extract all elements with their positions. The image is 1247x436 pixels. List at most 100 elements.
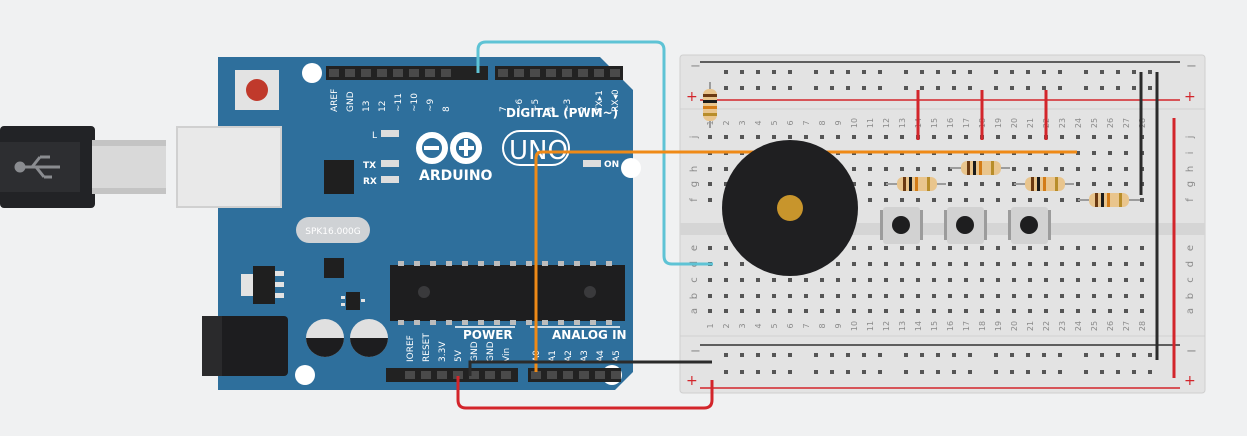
breadboard-hole[interactable] [724,135,728,139]
breadboard-hole[interactable] [1108,246,1112,250]
rail-hole[interactable] [772,370,776,374]
breadboard-hole[interactable] [852,294,856,298]
rail-hole[interactable] [1100,86,1104,90]
rail-hole[interactable] [936,370,940,374]
power-pin-hole[interactable] [405,371,415,379]
breadboard-hole[interactable] [1044,278,1048,282]
rail-hole[interactable] [952,370,956,374]
breadboard-hole[interactable] [1124,182,1128,186]
rail-hole[interactable] [1042,353,1046,357]
rail-hole[interactable] [830,70,834,74]
digital-pin-hole[interactable] [345,69,355,77]
push-button[interactable] [944,207,987,244]
rail-hole[interactable] [904,353,908,357]
breadboard-hole[interactable] [916,198,920,202]
rail-hole[interactable] [772,353,776,357]
breadboard-hole[interactable] [868,182,872,186]
breadboard[interactable] [679,54,1206,394]
breadboard-hole[interactable] [900,278,904,282]
breadboard-hole[interactable] [996,309,1000,313]
analog-pin-hole[interactable] [563,371,573,379]
breadboard-hole[interactable] [1060,294,1064,298]
breadboard-hole[interactable] [756,294,760,298]
breadboard-hole[interactable] [916,246,920,250]
rail-hole[interactable] [936,86,940,90]
breadboard-hole[interactable] [1060,262,1064,266]
breadboard-hole[interactable] [804,135,808,139]
rail-hole[interactable] [788,370,792,374]
rail-hole[interactable] [814,353,818,357]
breadboard-hole[interactable] [1044,167,1048,171]
breadboard-hole[interactable] [1028,198,1032,202]
breadboard-hole[interactable] [1012,167,1016,171]
breadboard-hole[interactable] [932,294,936,298]
breadboard-hole[interactable] [836,262,840,266]
piezo-buzzer[interactable] [722,140,858,276]
breadboard-hole[interactable] [708,294,712,298]
rail-hole[interactable] [1026,70,1030,74]
breadboard-hole[interactable] [964,246,968,250]
breadboard-hole[interactable] [1044,309,1048,313]
breadboard-hole[interactable] [1012,262,1016,266]
breadboard-hole[interactable] [884,262,888,266]
breadboard-hole[interactable] [884,294,888,298]
resistor[interactable] [1078,193,1140,207]
breadboard-hole[interactable] [772,309,776,313]
breadboard-hole[interactable] [852,182,856,186]
rail-hole[interactable] [936,353,940,357]
breadboard-hole[interactable] [980,246,984,250]
breadboard-hole[interactable] [1060,309,1064,313]
breadboard-hole[interactable] [740,309,744,313]
breadboard-hole[interactable] [948,198,952,202]
breadboard-hole[interactable] [900,262,904,266]
breadboard-hole[interactable] [1044,246,1048,250]
breadboard-hole[interactable] [788,278,792,282]
breadboard-hole[interactable] [996,246,1000,250]
breadboard-hole[interactable] [1124,294,1128,298]
rail-hole[interactable] [952,353,956,357]
rail-hole[interactable] [1010,353,1014,357]
rail-hole[interactable] [830,86,834,90]
breadboard-hole[interactable] [1124,151,1128,155]
breadboard-hole[interactable] [724,262,728,266]
breadboard-hole[interactable] [836,278,840,282]
breadboard-hole[interactable] [1108,262,1112,266]
breadboard-hole[interactable] [1124,309,1128,313]
rail-hole[interactable] [1132,370,1136,374]
breadboard-hole[interactable] [964,278,968,282]
rail-hole[interactable] [814,370,818,374]
rail-hole[interactable] [1058,70,1062,74]
breadboard-hole[interactable] [916,262,920,266]
rail-hole[interactable] [814,70,818,74]
rail-hole[interactable] [878,70,882,74]
breadboard-hole[interactable] [804,294,808,298]
breadboard-hole[interactable] [852,135,856,139]
rail-hole[interactable] [814,86,818,90]
rail-hole[interactable] [846,353,850,357]
rail-hole[interactable] [862,353,866,357]
breadboard-hole[interactable] [740,278,744,282]
rail-hole[interactable] [740,370,744,374]
breadboard-hole[interactable] [1076,278,1080,282]
resistor[interactable] [950,161,1010,175]
rail-hole[interactable] [1010,70,1014,74]
breadboard-hole[interactable] [1140,262,1144,266]
breadboard-hole[interactable] [964,309,968,313]
breadboard-hole[interactable] [1060,167,1064,171]
breadboard-hole[interactable] [1140,246,1144,250]
breadboard-hole[interactable] [1012,246,1016,250]
breadboard-hole[interactable] [1028,135,1032,139]
breadboard-hole[interactable] [1028,309,1032,313]
power-pin-hole[interactable] [469,371,479,379]
breadboard-hole[interactable] [948,246,952,250]
rail-hole[interactable] [846,86,850,90]
breadboard-hole[interactable] [1060,278,1064,282]
breadboard-hole[interactable] [708,182,712,186]
rail-hole[interactable] [862,70,866,74]
rail-hole[interactable] [1042,70,1046,74]
breadboard-hole[interactable] [932,135,936,139]
breadboard-hole[interactable] [1076,309,1080,313]
digital-pin-hole[interactable] [441,69,451,77]
breadboard-hole[interactable] [948,294,952,298]
rail-hole[interactable] [968,353,972,357]
